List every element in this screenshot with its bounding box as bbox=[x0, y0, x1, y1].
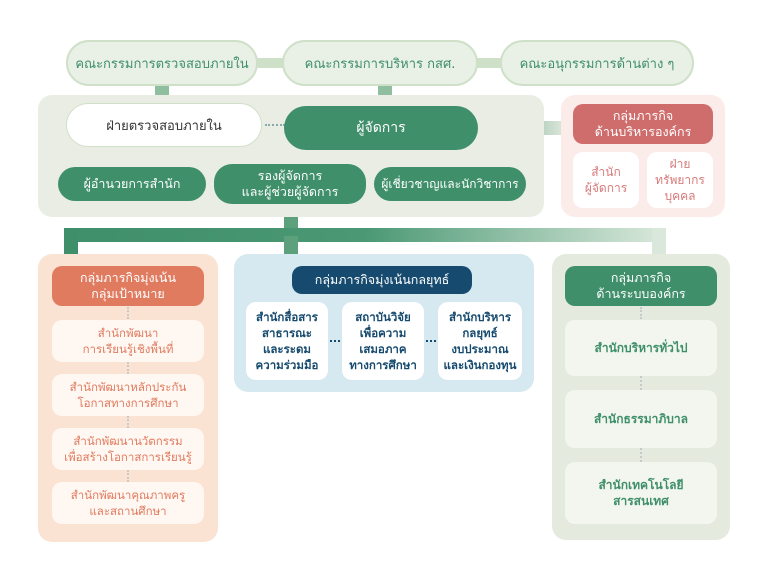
org-admin-header: กลุ่มภารกิจ ด้านบริหารองค์กร bbox=[573, 104, 713, 144]
deputy-manager-box: รองผู้จัดการ และผู้ช่วยผู้จัดการ bbox=[214, 164, 366, 204]
org-admin-card-hr: ฝ่าย ทรัพยากร บุคคล bbox=[647, 152, 713, 208]
internal-audit-box: ฝ่ายตรวจสอบภายใน bbox=[66, 103, 262, 147]
executive-committee-label: คณะกรรมการบริหาร กสศ. bbox=[304, 56, 456, 72]
target-dots-4 bbox=[127, 470, 129, 482]
connector-left-drop bbox=[64, 228, 78, 256]
system-dots-1 bbox=[640, 307, 642, 319]
card-line: สำนัก bbox=[591, 165, 621, 179]
card-line: การเรียนรู้เชิงพื้นที่ bbox=[82, 342, 174, 356]
manager-box: ผู้จัดการ bbox=[284, 106, 478, 150]
experts-box: ผู้เชี่ยวชาญและนักวิชาการ bbox=[374, 167, 526, 201]
card-line: ฝ่าย bbox=[669, 157, 691, 171]
internal-audit-committee-box: คณะกรรมการตรวจสอบภายใน bbox=[66, 40, 258, 86]
card-line: และระดม bbox=[262, 342, 312, 356]
target-group-title-line2: กลุ่มเป้าหมาย bbox=[91, 286, 165, 301]
card-line: สำนักเทคโนโลยี bbox=[598, 478, 684, 492]
strategy-dots-2 bbox=[426, 340, 436, 342]
target-card-opportunity: สำนักพัฒนาหลักประกัน โอกาสทางการศึกษา bbox=[52, 374, 204, 416]
subcommittees-label: คณะอนุกรรมการด้านต่าง ๆ bbox=[519, 56, 675, 72]
card-line: สำนักพัฒนานวัตกรรม bbox=[73, 434, 183, 448]
office-director-label: ผู้อำนวยการสำนัก bbox=[83, 176, 181, 191]
deputy-manager-line1: รองผู้จัดการ bbox=[257, 168, 323, 183]
target-dots-2 bbox=[127, 362, 129, 374]
experts-label: ผู้เชี่ยวชาญและนักวิชาการ bbox=[381, 176, 519, 191]
subcommittees-box: คณะอนุกรรมการด้านต่าง ๆ bbox=[500, 40, 694, 86]
connector-main-horizontal bbox=[64, 228, 664, 242]
card-line: สำนักบริหารทั่วไป bbox=[594, 341, 688, 355]
card-line: เสมอภาค bbox=[359, 342, 407, 356]
target-group-header: กลุ่มภารกิจมุ่งเน้น กลุ่มเป้าหมาย bbox=[52, 266, 204, 306]
system-card-it: สำนักเทคโนโลยี สารสนเทศ bbox=[565, 462, 717, 524]
card-line: สาธารณะ bbox=[262, 326, 312, 340]
strategy-group-title: กลุ่มภารกิจมุ่งเน้นกลยุทธ์ bbox=[314, 272, 450, 287]
system-card-governance: สำนักธรรมาภิบาล bbox=[565, 390, 717, 448]
strategy-card-budget: สำนักบริหาร กลยุทธ์ งบประมาณ และเงินกองท… bbox=[438, 302, 522, 380]
system-card-general-admin: สำนักบริหารทั่วไป bbox=[565, 320, 717, 376]
internal-audit-label: ฝ่ายตรวจสอบภายใน bbox=[106, 118, 222, 134]
card-line: สำนักบริหาร bbox=[449, 310, 511, 324]
strategy-card-communications: สำนักสื่อสาร สาธารณะ และระดม ความร่วมมือ bbox=[246, 302, 328, 380]
org-admin-title-line1: กลุ่มภารกิจ bbox=[612, 108, 674, 123]
card-line: ความร่วมมือ bbox=[255, 358, 319, 372]
org-system-title-line1: กลุ่มภารกิจ bbox=[610, 270, 672, 285]
card-line: บุคคล bbox=[664, 189, 696, 203]
strategy-group-header: กลุ่มภารกิจมุ่งเน้นกลยุทธ์ bbox=[292, 266, 472, 294]
org-system-title-line2: ด้านระบบองค์กร bbox=[596, 286, 686, 301]
card-line: ทรัพยากร bbox=[655, 173, 705, 187]
system-dots-3 bbox=[640, 448, 642, 462]
card-line: สำนักพัฒนาหลักประกัน bbox=[69, 380, 187, 394]
target-dots-1 bbox=[127, 307, 129, 319]
org-admin-title-line2: ด้านบริหารองค์กร bbox=[594, 124, 692, 139]
office-director-box: ผู้อำนวยการสำนัก bbox=[58, 167, 206, 201]
deputy-manager-line2: และผู้ช่วยผู้จัดการ bbox=[241, 184, 339, 199]
audit-manager-dotted-line bbox=[265, 124, 285, 126]
strategy-card-research: สถาบันวิจัย เพื่อความ เสมอภาค ทางการศึกษ… bbox=[342, 302, 424, 380]
target-group-title-line1: กลุ่มภารกิจมุ่งเน้น bbox=[79, 270, 177, 285]
org-admin-card-manager-office: สำนัก ผู้จัดการ bbox=[573, 152, 639, 208]
manager-label: ผู้จัดการ bbox=[356, 120, 406, 136]
target-card-area-learning: สำนักพัฒนา การเรียนรู้เชิงพื้นที่ bbox=[52, 320, 204, 362]
card-line: สถาบันวิจัย bbox=[355, 310, 411, 324]
internal-audit-committee-label: คณะกรรมการตรวจสอบภายใน bbox=[75, 56, 249, 72]
card-line: เพื่อสร้างโอกาสการเรียนรู้ bbox=[64, 450, 192, 464]
executive-committee-box: คณะกรรมการบริหาร กสศ. bbox=[282, 40, 478, 86]
card-line: โอกาสทางการศึกษา bbox=[77, 396, 179, 410]
target-card-innovation: สำนักพัฒนานวัตกรรม เพื่อสร้างโอกาสการเรี… bbox=[52, 428, 204, 470]
card-line: และสถานศึกษา bbox=[89, 504, 167, 518]
strategy-dots-1 bbox=[330, 340, 340, 342]
connector-center-drop bbox=[284, 236, 298, 256]
card-line: สำนักพัฒนาคุณภาพครู bbox=[70, 488, 186, 502]
card-line: เพื่อความ bbox=[359, 326, 407, 340]
card-line: สารสนเทศ bbox=[613, 494, 669, 508]
card-line: งบประมาณ bbox=[451, 342, 509, 356]
card-line: สำนักสื่อสาร bbox=[256, 310, 318, 324]
connector-top-horizontal-right bbox=[476, 58, 504, 68]
connector-top-horizontal-left bbox=[255, 58, 285, 68]
target-card-teacher-quality: สำนักพัฒนาคุณภาพครู และสถานศึกษา bbox=[52, 482, 204, 524]
card-line: กลยุทธ์ bbox=[462, 326, 498, 340]
card-line: และเงินกองทุน bbox=[443, 358, 517, 372]
target-dots-3 bbox=[127, 416, 129, 428]
card-line: สำนักธรรมาภิบาล bbox=[593, 412, 688, 426]
org-system-header: กลุ่มภารกิจ ด้านระบบองค์กร bbox=[565, 266, 717, 306]
system-dots-2 bbox=[640, 376, 642, 390]
card-line: สำนักพัฒนา bbox=[97, 326, 159, 340]
connector-right-drop bbox=[652, 228, 666, 256]
card-line: ผู้จัดการ bbox=[584, 181, 628, 195]
card-line: ทางการศึกษา bbox=[349, 358, 417, 372]
